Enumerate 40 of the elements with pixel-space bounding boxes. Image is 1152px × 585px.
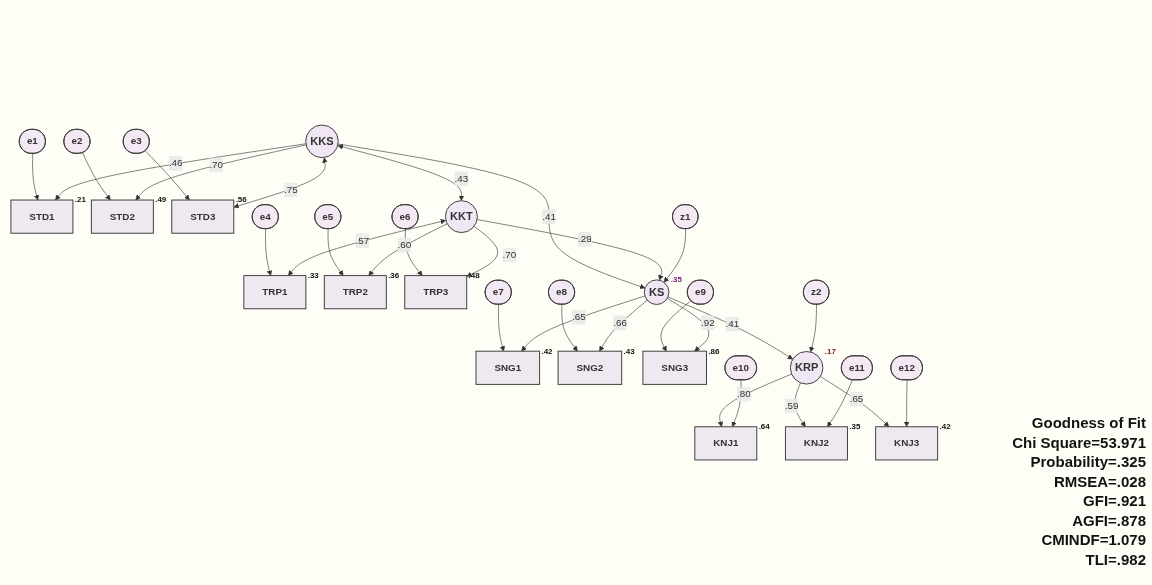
edge-label: .70: [209, 159, 224, 170]
fit-statistic: Goodness of Fit: [1031, 413, 1146, 433]
fit-statistic: CMINDF=1.079: [1041, 530, 1146, 550]
edge-label: .60: [397, 239, 412, 251]
edge-label: .57: [355, 235, 370, 246]
edge-label: .65: [572, 311, 586, 323]
node-box: STD1: [10, 199, 74, 234]
node-circle: KKS: [305, 124, 339, 159]
edge-label: .75: [283, 184, 298, 195]
node-box: TRP1: [243, 275, 307, 310]
fit-statistic: GFI=.921: [1083, 491, 1146, 511]
node-box: TRP2: [323, 275, 387, 310]
edge-label: .29: [577, 233, 592, 245]
fit-statistic: AGFI=.878: [1072, 510, 1146, 530]
node-box: STD3: [171, 199, 235, 234]
fit-statistic: RMSEA=.028: [1053, 471, 1146, 491]
edge-label: .43: [454, 173, 469, 184]
node-box: KNJ2: [784, 426, 848, 461]
edge-label: .46: [168, 157, 183, 169]
edge-label: .59: [784, 400, 799, 411]
edge-label: .70: [502, 249, 517, 261]
node-box: SNG1: [475, 350, 541, 385]
edge-label: .41: [542, 211, 556, 222]
fit-statistic: TLI=.982: [1085, 549, 1146, 569]
fit-statistic: Chi Square=53.971: [1012, 432, 1146, 452]
edge-label: .66: [613, 317, 627, 328]
node-box: SNG3: [642, 350, 707, 385]
node-circle: KKT: [444, 200, 478, 234]
edge-label: .65: [849, 393, 864, 405]
edge-label: .80: [737, 388, 751, 399]
node-box: SNG2: [557, 350, 623, 385]
node-box: KNJ1: [694, 426, 758, 461]
node-circle: KRP: [789, 351, 824, 385]
node-box: STD2: [90, 199, 154, 234]
fit-statistic: Probability=.325: [1030, 452, 1146, 472]
node-box: TRP3: [404, 275, 468, 310]
node-box: KNJ3: [875, 426, 939, 461]
edge-label: .41: [725, 318, 740, 330]
edge-label: .92: [700, 317, 715, 328]
node-circle: KS: [643, 279, 670, 305]
